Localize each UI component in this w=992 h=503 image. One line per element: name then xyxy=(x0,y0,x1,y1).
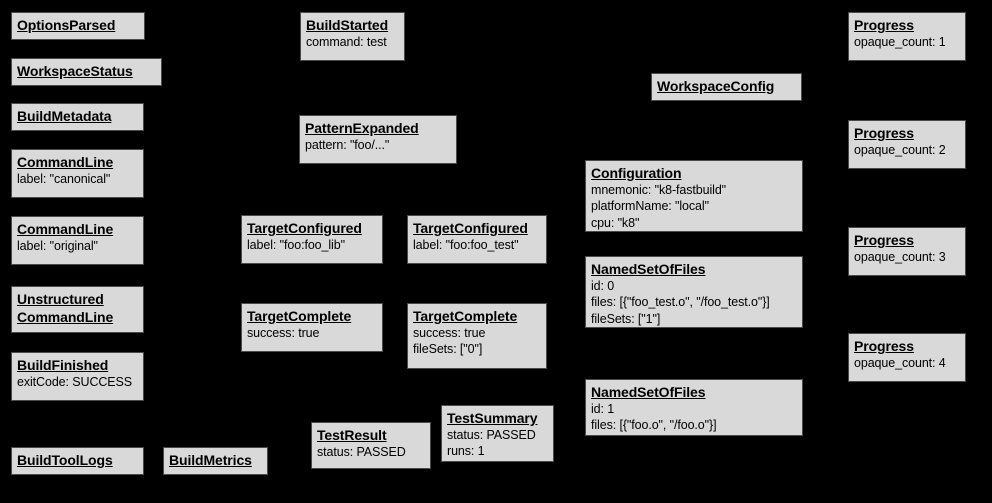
event-node-command-line-original[interactable]: CommandLine label: "original" xyxy=(11,216,144,265)
event-node-unstructured-command-line[interactable]: Unstructured CommandLine xyxy=(11,286,144,333)
event-node-field: platformName: "local" xyxy=(591,199,709,214)
event-node-title: Unstructured CommandLine xyxy=(17,291,114,326)
event-node-title: Progress xyxy=(854,338,914,354)
event-node-field: opaque_count: 1 xyxy=(854,35,946,50)
event-node-target-configured-foo-lib[interactable]: TargetConfigured label: "foo:foo_lib" xyxy=(241,215,383,264)
event-node-title: Configuration xyxy=(591,165,682,181)
event-node-field: status: PASSED xyxy=(317,445,406,460)
event-node-title: NamedSetOfFiles xyxy=(591,261,706,277)
event-node-field: fileSets: ["0"] xyxy=(413,342,483,357)
event-node-title: BuildFinished xyxy=(17,357,109,373)
event-node-field: id: 0 xyxy=(591,279,615,294)
event-node-field: success: true xyxy=(413,326,486,341)
event-node-field: runs: 1 xyxy=(447,444,485,459)
event-node-test-result[interactable]: TestResult status: PASSED xyxy=(311,422,431,469)
event-node-title: TestResult xyxy=(317,427,387,443)
event-node-progress-4[interactable]: Progress opaque_count: 4 xyxy=(848,333,966,382)
event-node-title: TargetComplete xyxy=(247,308,352,324)
event-node-title: BuildToolLogs xyxy=(17,452,113,468)
event-node-field: id: 1 xyxy=(591,402,615,417)
event-node-title: BuildMetadata xyxy=(17,108,112,124)
event-node-field: command: test xyxy=(306,35,387,50)
event-node-target-complete-foo-lib[interactable]: TargetComplete success: true xyxy=(241,303,383,352)
event-node-field: label: "foo:foo_lib" xyxy=(247,238,345,253)
event-node-title: TargetConfigured xyxy=(413,220,528,236)
event-node-title: TargetConfigured xyxy=(247,220,362,236)
event-node-title: OptionsParsed xyxy=(17,17,116,33)
event-node-title: Progress xyxy=(854,232,914,248)
event-node-field: cpu: "k8" xyxy=(591,215,640,230)
event-node-title: Progress xyxy=(854,17,914,33)
event-node-title: WorkspaceConfig xyxy=(657,78,775,94)
event-node-field: opaque_count: 3 xyxy=(854,250,946,265)
event-node-configuration[interactable]: Configuration mnemonic: "k8-fastbuild"pla… xyxy=(585,160,803,232)
event-node-build-started[interactable]: BuildStarted command: test xyxy=(300,12,405,61)
event-node-field: mnemonic: "k8-fastbuild" xyxy=(591,183,727,198)
event-node-options-parsed[interactable]: OptionsParsed xyxy=(11,12,145,40)
event-node-field: label: "original" xyxy=(17,239,98,254)
event-node-build-metrics[interactable]: BuildMetrics xyxy=(163,447,268,475)
event-node-field: files: [{"foo.o", "/foo.o"}] xyxy=(591,418,717,433)
event-node-field: opaque_count: 4 xyxy=(854,356,946,371)
event-node-progress-2[interactable]: Progress opaque_count: 2 xyxy=(848,120,966,169)
event-node-build-tool-logs[interactable]: BuildToolLogs xyxy=(11,447,144,475)
event-node-field: files: [{"foo_test.o", "/foo_test.o"}] xyxy=(591,295,770,310)
event-node-field: opaque_count: 2 xyxy=(854,143,946,158)
event-node-field: fileSets: ["1"] xyxy=(591,311,661,326)
event-node-progress-3[interactable]: Progress opaque_count: 3 xyxy=(848,227,966,276)
event-node-title: WorkspaceStatus xyxy=(17,63,133,79)
event-node-build-metadata[interactable]: BuildMetadata xyxy=(11,103,144,131)
event-node-workspace-status[interactable]: WorkspaceStatus xyxy=(11,58,162,86)
event-node-build-finished[interactable]: BuildFinished exitCode: SUCCESS xyxy=(11,352,144,401)
event-node-field: pattern: "foo/..." xyxy=(305,138,390,153)
event-node-target-configured-foo-test[interactable]: TargetConfigured label: "foo:foo_test" xyxy=(407,215,547,264)
event-node-title: TargetComplete xyxy=(413,308,518,324)
event-node-title: CommandLine xyxy=(17,154,114,170)
event-node-title: TestSummary xyxy=(447,410,538,426)
event-node-title: PatternExpanded xyxy=(305,120,419,136)
event-node-field: status: PASSED xyxy=(447,428,536,443)
event-node-title: Progress xyxy=(854,125,914,141)
event-node-title: BuildMetrics xyxy=(169,452,252,468)
event-node-title: NamedSetOfFiles xyxy=(591,384,706,400)
event-node-command-line-canonical[interactable]: CommandLine label: "canonical" xyxy=(11,149,144,198)
event-node-field: success: true xyxy=(247,326,320,341)
event-node-field: label: "canonical" xyxy=(17,172,111,187)
event-node-title: CommandLine xyxy=(17,221,114,237)
event-node-workspace-config[interactable]: WorkspaceConfig xyxy=(651,73,802,101)
event-node-field: exitCode: SUCCESS xyxy=(17,375,133,390)
event-node-title: BuildStarted xyxy=(306,17,389,33)
event-node-progress-1[interactable]: Progress opaque_count: 1 xyxy=(848,12,966,61)
event-node-pattern-expanded[interactable]: PatternExpanded pattern: "foo/..." xyxy=(299,115,457,164)
event-node-field: label: "foo:foo_test" xyxy=(413,238,519,253)
